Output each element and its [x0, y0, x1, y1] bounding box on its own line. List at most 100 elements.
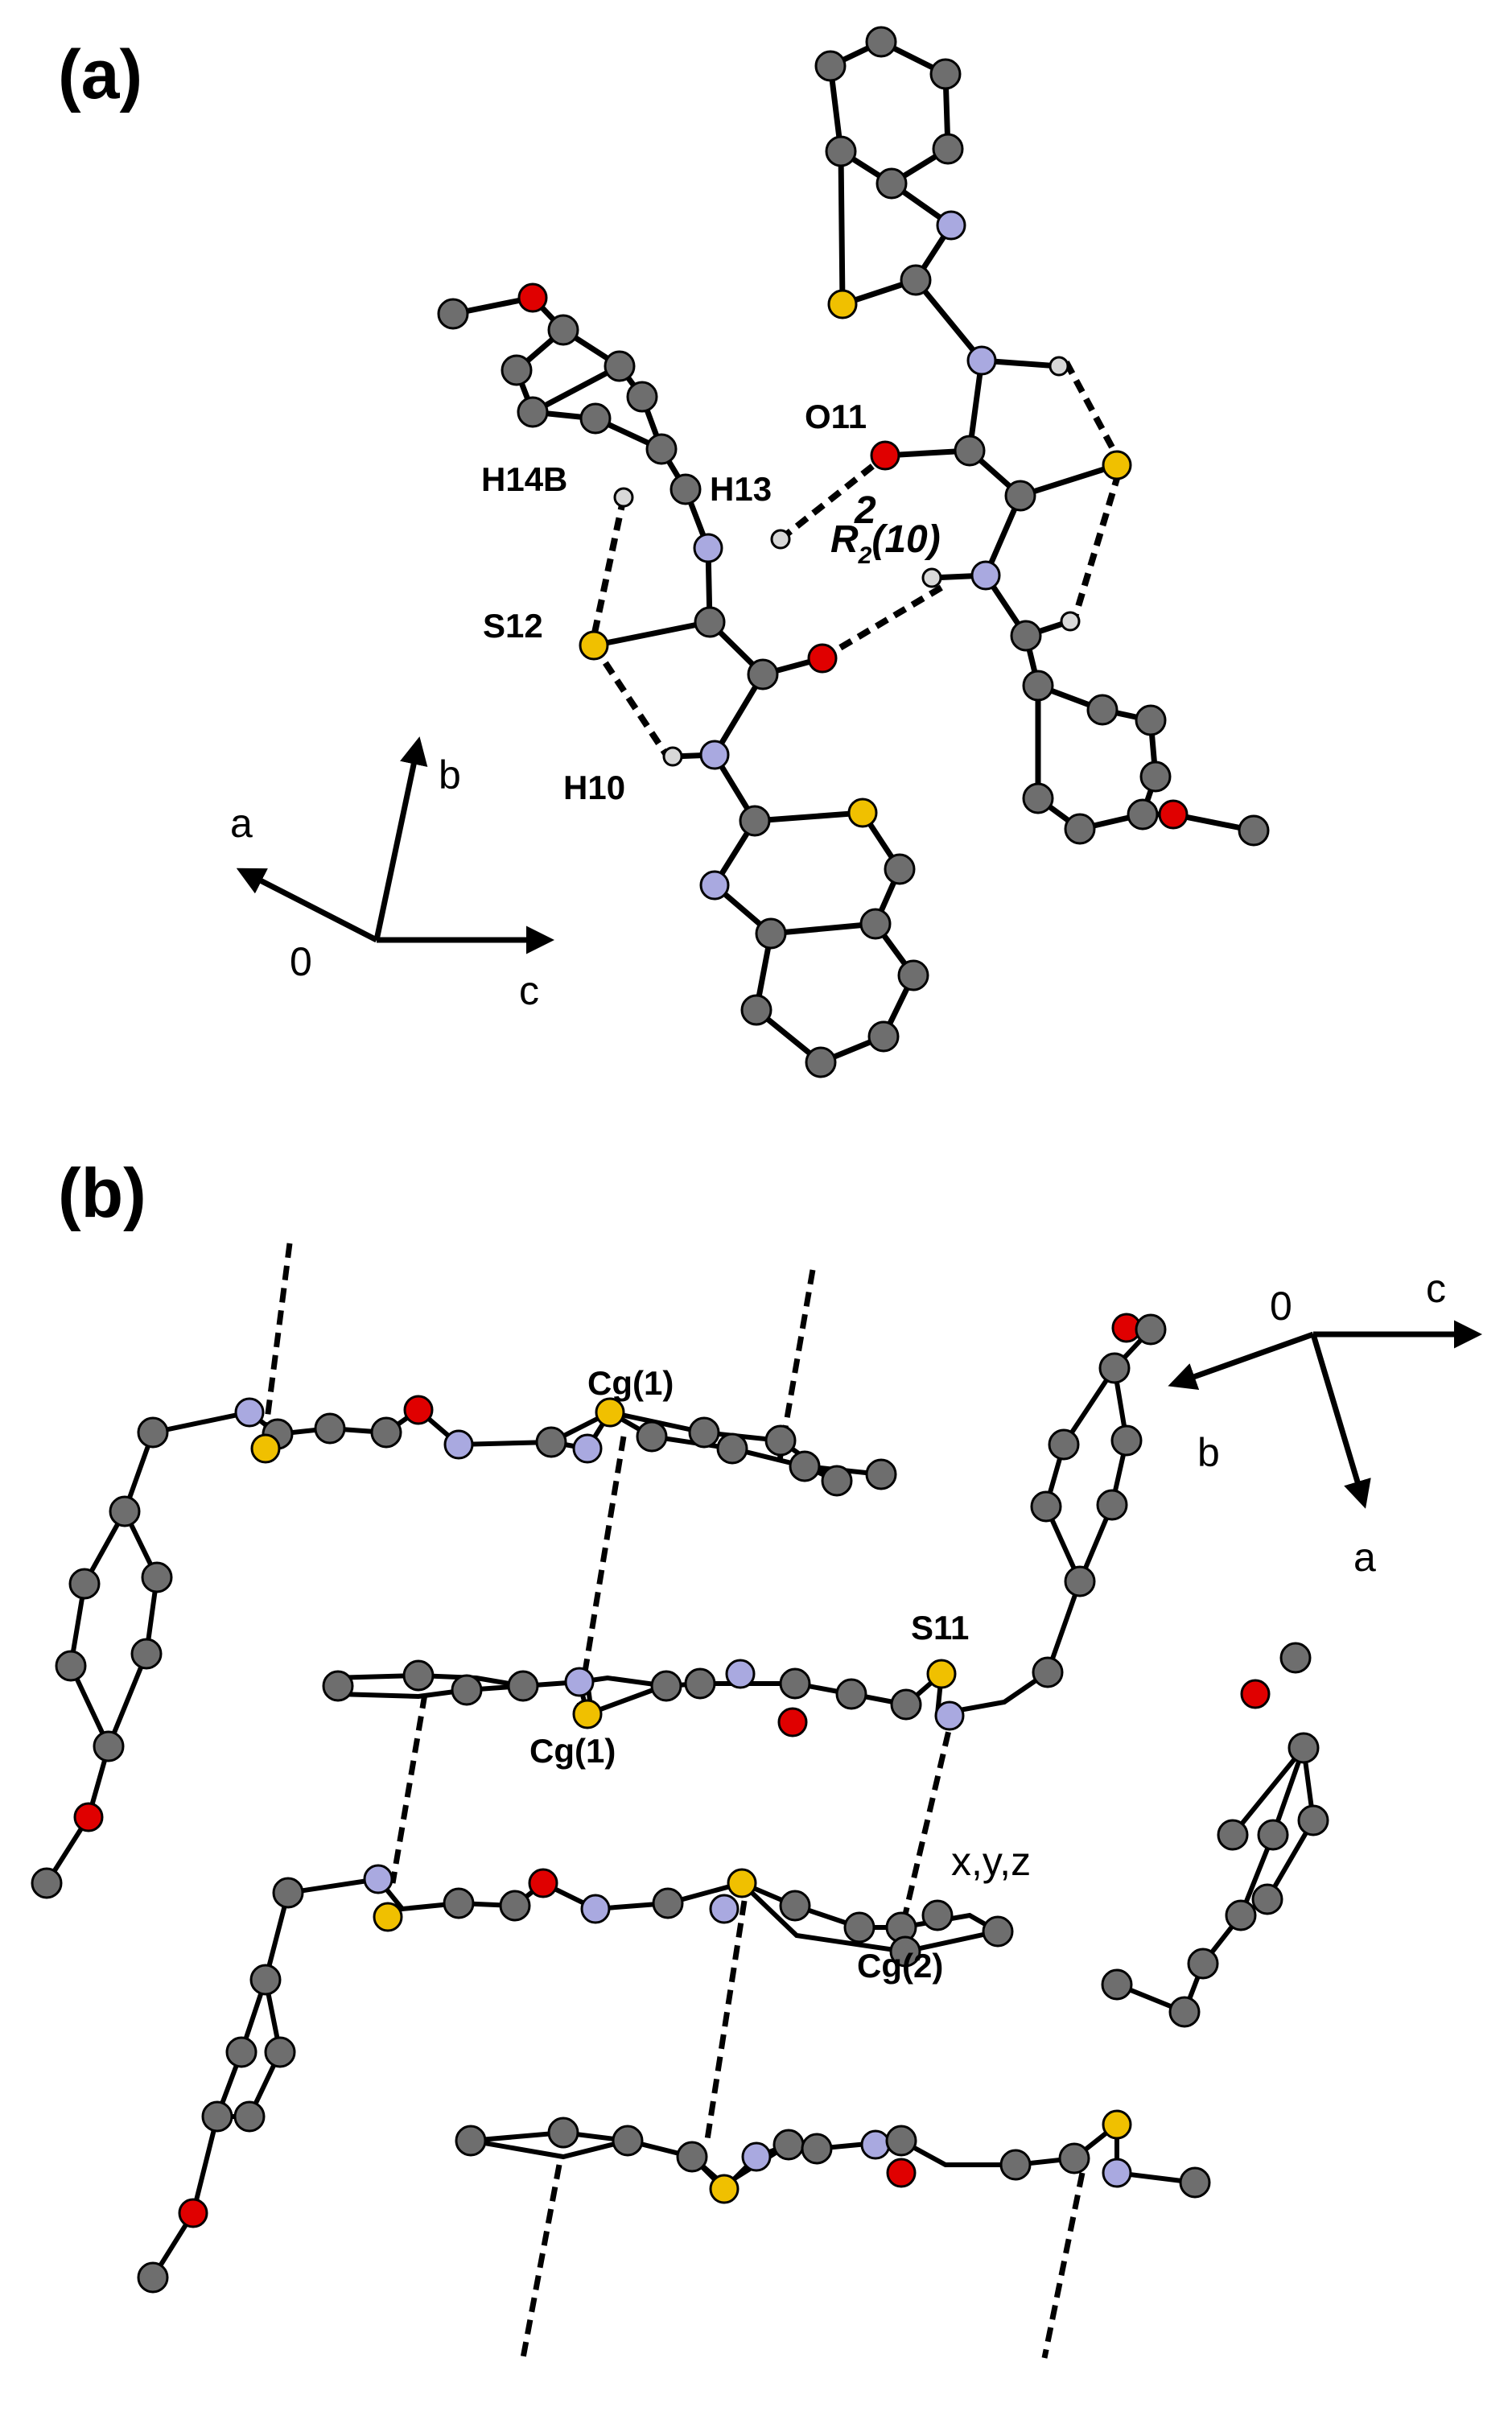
- axis-label-c: c: [519, 968, 539, 1013]
- panel-b-carbon-atom-45: [1048, 1428, 1080, 1461]
- panel-a-sulfur-atom-38: [847, 798, 878, 828]
- panel-b-carbon-atom-23: [93, 1730, 125, 1762]
- panel-b-carbon-atom-33: [684, 1667, 716, 1700]
- panel-b-nitrogen-atom-98: [1102, 2158, 1132, 2188]
- panel-b-label: (b): [58, 1155, 146, 1232]
- panel-a-carbon-atom-13: [1004, 480, 1036, 512]
- label-s11: S11: [911, 1609, 969, 1647]
- panel-b-carbon-atom-95: [999, 2149, 1032, 2181]
- panel-b-carbon-atom-54: [499, 1890, 531, 1922]
- panel-b-carbon-atom-44: [1096, 1489, 1128, 1521]
- ring-motif-letter: R: [830, 518, 859, 561]
- axis-arrow-b-b: [1168, 1331, 1315, 1391]
- panel-a-nitrogen-atom-9: [966, 345, 997, 376]
- panel-b-carbon-atom-26: [322, 1670, 354, 1702]
- axis-label-a-b: a: [1353, 1535, 1376, 1580]
- atom-label-o11: O11: [805, 398, 867, 435]
- panel-b-carbon-atom-5: [370, 1416, 402, 1449]
- panel-b-carbon-atom-32: [650, 1670, 682, 1702]
- panel-a-carbon-atom-7: [900, 264, 932, 296]
- axis-label-c-b: c: [1426, 1266, 1446, 1311]
- panel-a-carbon-atom-37: [739, 805, 771, 837]
- panel-a-carbon-atom-50: [604, 350, 636, 382]
- panel-b-carbon-atom-28: [451, 1674, 483, 1706]
- panel-b-carbon-atom-96: [1058, 2142, 1090, 2174]
- panel-a-carbon-atom-2: [929, 58, 962, 90]
- panel-a-carbon-atom-44: [805, 1046, 837, 1078]
- panel-b-carbon-atom-0: [137, 1416, 169, 1449]
- panel-a-carbon-atom-5: [825, 135, 857, 167]
- panel-b-carbon-atom-15: [789, 1450, 821, 1482]
- panel-b-nitrogen-atom-89: [741, 2141, 772, 2172]
- panel-b-carbon-atom-50: [272, 1877, 304, 1909]
- panel-b-carbon-atom-37: [835, 1678, 867, 1710]
- panel-a-carbon-atom-56: [437, 298, 469, 330]
- panel-b-carbon-atom-27: [402, 1659, 435, 1692]
- panel-b-carbon-atom-70: [201, 2100, 233, 2133]
- panel-a-carbon-atom-23: [1127, 798, 1159, 831]
- panel-a-hydrogen-atom-36: [662, 746, 683, 767]
- axis-triad-a: a b c 0: [230, 736, 554, 1013]
- panel-b-carbon-atom-73: [1217, 1819, 1249, 1851]
- panel-a-sulfur-atom-8: [827, 289, 858, 319]
- panel-b-carbon-atom-64: [982, 1915, 1014, 1948]
- panel-a-carbon-atom-40: [755, 917, 787, 950]
- panel-a-carbon-atom-47: [645, 433, 678, 465]
- panel-a-oxygen-atom-26: [1158, 799, 1189, 830]
- panel-a: (a): [58, 26, 1270, 1078]
- panel-b-carbon-atom-20: [68, 1568, 101, 1600]
- panel-b-carbon-atom-81: [1101, 1968, 1133, 2001]
- panel-b-carbon-atom-53: [443, 1887, 475, 1919]
- panel-b-carbon-atom-99: [1179, 2166, 1211, 2199]
- panel-a-carbon-atom-45: [867, 1020, 900, 1053]
- panel-a-carbon-atom-52: [501, 354, 533, 386]
- panel-a-hydrogen-atom-10: [1049, 356, 1069, 377]
- label-cg2: Cg(2): [857, 1947, 943, 1985]
- atom-label-h10: H10: [563, 769, 625, 806]
- panel-b-carbon-atom-93: [885, 2125, 917, 2157]
- panel-b-carbon-atom-46: [1110, 1424, 1143, 1457]
- panel-b-carbon-atom-60: [779, 1890, 811, 1922]
- panel-b-carbon-atom-69: [233, 2100, 266, 2133]
- panel-a-carbon-atom-54: [579, 402, 612, 435]
- panel-a-carbon-atom-46: [897, 959, 929, 991]
- panel-b-oxygen-atom-55: [528, 1868, 558, 1898]
- label-cg1-top: Cg(1): [587, 1364, 674, 1402]
- panel-b-carbon-atom-87: [676, 2141, 708, 2173]
- panel-a-carbon-atom-53: [517, 396, 549, 428]
- panel-b-carbon-atom-90: [772, 2129, 805, 2161]
- panel-b-carbon-atom-16: [821, 1465, 853, 1497]
- panel-a-carbon-atom-42: [859, 908, 892, 940]
- panel-b-oxygen-atom-24: [73, 1802, 104, 1832]
- panel-a-carbon-atom-0: [814, 50, 847, 82]
- panel-a-carbon-atom-31: [694, 606, 726, 638]
- panel-b-carbon-atom-14: [764, 1424, 797, 1457]
- panel-a-carbon-atom-49: [626, 381, 658, 413]
- panel-a-carbon-atom-41: [884, 853, 916, 885]
- axis-label-origin: 0: [290, 939, 312, 984]
- panel-b-carbon-atom-35: [779, 1667, 811, 1700]
- panel-b-carbon-atom-78: [1251, 1883, 1283, 1915]
- panel-b-carbon-atom-40: [890, 1688, 922, 1721]
- panel-b-carbon-atom-49: [1135, 1313, 1167, 1346]
- panel-b-carbon-atom-65: [889, 1935, 921, 1968]
- panel-b-carbon-atom-25: [31, 1867, 63, 1899]
- label-cg1-lower: Cg(1): [529, 1732, 616, 1770]
- panel-b-nitrogen-atom-34: [725, 1659, 756, 1689]
- panel-b-sulfur-atom-38: [926, 1659, 957, 1689]
- panel-b-carbon-atom-47: [1098, 1352, 1131, 1384]
- panel-b-carbon-atom-18: [109, 1495, 141, 1527]
- panel-b-oxygen-atom-94: [886, 2158, 917, 2188]
- panel-b-oxygen-atom-82: [1240, 1679, 1271, 1709]
- panel-b-carbon-atom-83: [1279, 1642, 1312, 1674]
- panel-b-carbon-atom-22: [55, 1650, 87, 1682]
- panel-b-carbon-atom-12: [688, 1416, 720, 1449]
- panel-b-carbon-atom-43: [1030, 1490, 1062, 1523]
- panel-a-carbon-atom-3: [932, 133, 964, 165]
- panel-b-carbon-atom-41: [1032, 1656, 1064, 1688]
- panel-a-hydrogen-atom-18: [1060, 611, 1081, 632]
- panel-b-nitrogen-atom-59: [709, 1894, 740, 1924]
- panel-b-sulfur-atom-52: [373, 1902, 403, 1932]
- panel-a-nitrogen-atom-15: [970, 560, 1001, 591]
